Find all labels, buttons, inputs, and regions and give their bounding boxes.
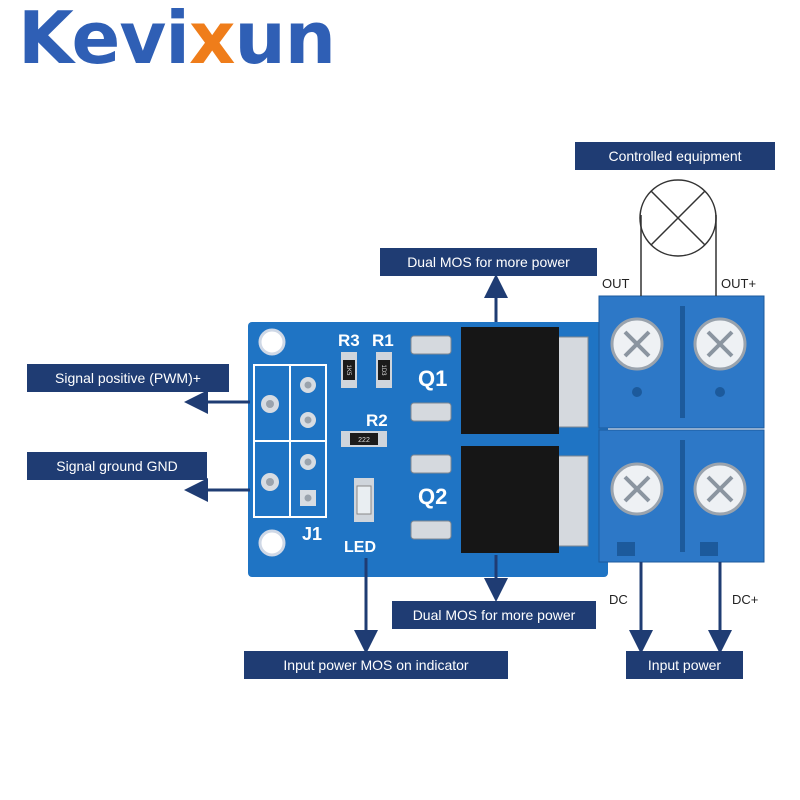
r2-code: 222: [358, 437, 370, 444]
r1-code: 1D3: [380, 364, 386, 376]
j1-pads: [261, 377, 316, 506]
brand-logo: Kevixun: [18, 2, 336, 74]
terminal-dc-label: DC: [609, 592, 628, 607]
resistor-r3: 1K5: [341, 352, 357, 388]
label-signal-positive: Signal positive (PWM)+: [27, 364, 229, 392]
label-dual-mos-bottom: Dual MOS for more power: [392, 601, 596, 629]
mosfet-q1: [410, 327, 589, 434]
r1-label: R1: [372, 331, 394, 350]
label-input-power: Input power: [626, 651, 743, 679]
led-component: [354, 478, 374, 522]
mosfet-q2: [410, 446, 589, 553]
mounting-hole-bottom: [258, 529, 286, 557]
r3-code: 1K5: [345, 365, 351, 376]
j1-label: J1: [302, 524, 322, 544]
label-input-power-mos-indicator: Input power MOS on indicator: [244, 651, 508, 679]
resistor-r2: 222: [341, 431, 387, 447]
q1-label: Q1: [418, 366, 447, 391]
terminal-block-out: [598, 295, 765, 429]
brand-suffix: un: [234, 0, 336, 80]
label-dual-mos-top: Dual MOS for more power: [380, 248, 597, 276]
label-signal-ground: Signal ground GND: [27, 452, 207, 480]
led-label: LED: [344, 539, 376, 556]
brand-prefix: Kevi: [18, 0, 190, 80]
resistor-r1: 1D3: [376, 352, 392, 388]
callout-arrows: [184, 274, 732, 654]
label-controlled-equipment: Controlled equipment: [575, 142, 775, 170]
brand-accent: x: [188, 0, 235, 80]
terminal-dc-plus-label: DC+: [732, 592, 759, 607]
terminal-out-label: OUT: [602, 276, 630, 291]
r2-label: R2: [366, 411, 388, 430]
lamp-symbol: [639, 179, 717, 296]
q2-label: Q2: [418, 484, 447, 509]
r3-label: R3: [338, 331, 360, 350]
mounting-hole-top: [258, 328, 286, 356]
terminal-out-plus-label: OUT+: [721, 276, 757, 291]
terminal-block-dc: [598, 429, 765, 563]
